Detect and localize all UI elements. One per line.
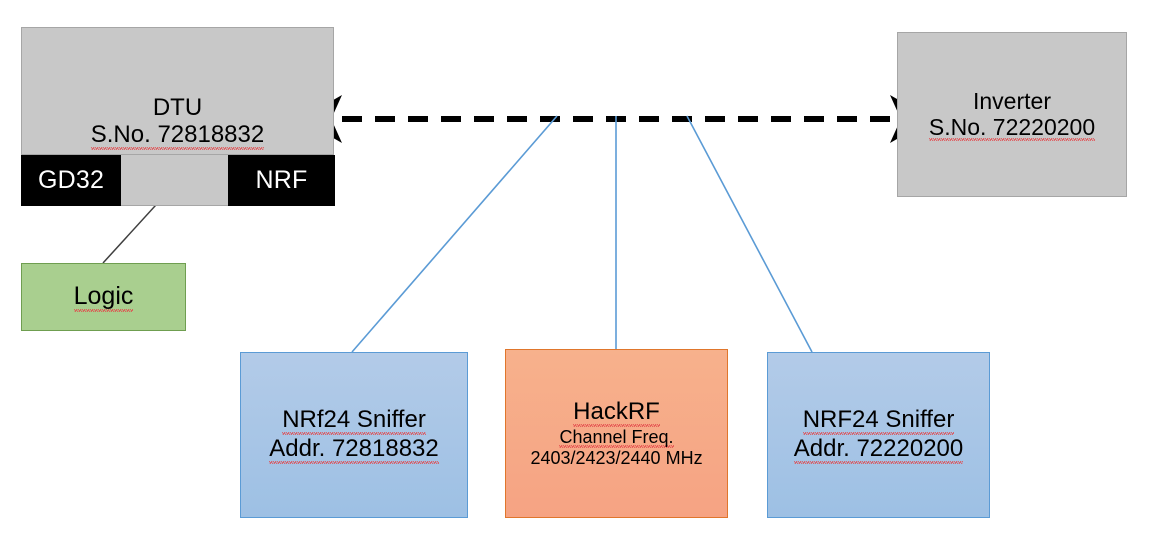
hackrf-node[interactable]: HackRF Channel Freq. 2403/2423/2440 MHz	[505, 349, 728, 518]
inverter-title: Inverter	[973, 87, 1051, 114]
nrf24-sniffer-right-node[interactable]: NRF24 Sniffer Addr. 72220200	[767, 352, 990, 518]
inverter-serial: S.No. 72220200	[928, 114, 1096, 142]
gd32-node[interactable]: GD32	[21, 155, 121, 206]
sniffer-right-tap	[686, 115, 813, 353]
nrf-label: NRF	[255, 166, 308, 194]
dtu-node[interactable]: DTU S.No. 72818832	[21, 27, 334, 155]
logic-label: Logic	[73, 282, 134, 312]
nrf24-sniffer-left-node[interactable]: NRf24 Sniffer Addr. 72818832	[240, 352, 468, 518]
nrf24-sniffer-left-title: NRf24 Sniffer	[282, 406, 426, 435]
logic-node[interactable]: Logic	[21, 263, 186, 331]
nrf24-sniffer-right-address: Addr. 72220200	[793, 435, 964, 464]
hackrf-frequencies: 2403/2423/2440 MHz	[530, 448, 703, 469]
sniffer-left-tap	[351, 115, 558, 353]
dtu-title: DTU	[152, 93, 203, 121]
gd32-label: GD32	[37, 166, 105, 194]
nrf-node[interactable]: NRF	[228, 155, 335, 206]
nrf24-sniffer-right-title: NRF24 Sniffer	[802, 406, 955, 435]
dtu-serial: S.No. 72818832	[90, 121, 265, 150]
hackrf-subtitle: Channel Freq.	[559, 426, 674, 449]
hackrf-title: HackRF	[573, 398, 660, 427]
nrf24-sniffer-left-address: Addr. 72818832	[269, 435, 439, 464]
inverter-node[interactable]: Inverter S.No. 72220200	[897, 32, 1127, 197]
